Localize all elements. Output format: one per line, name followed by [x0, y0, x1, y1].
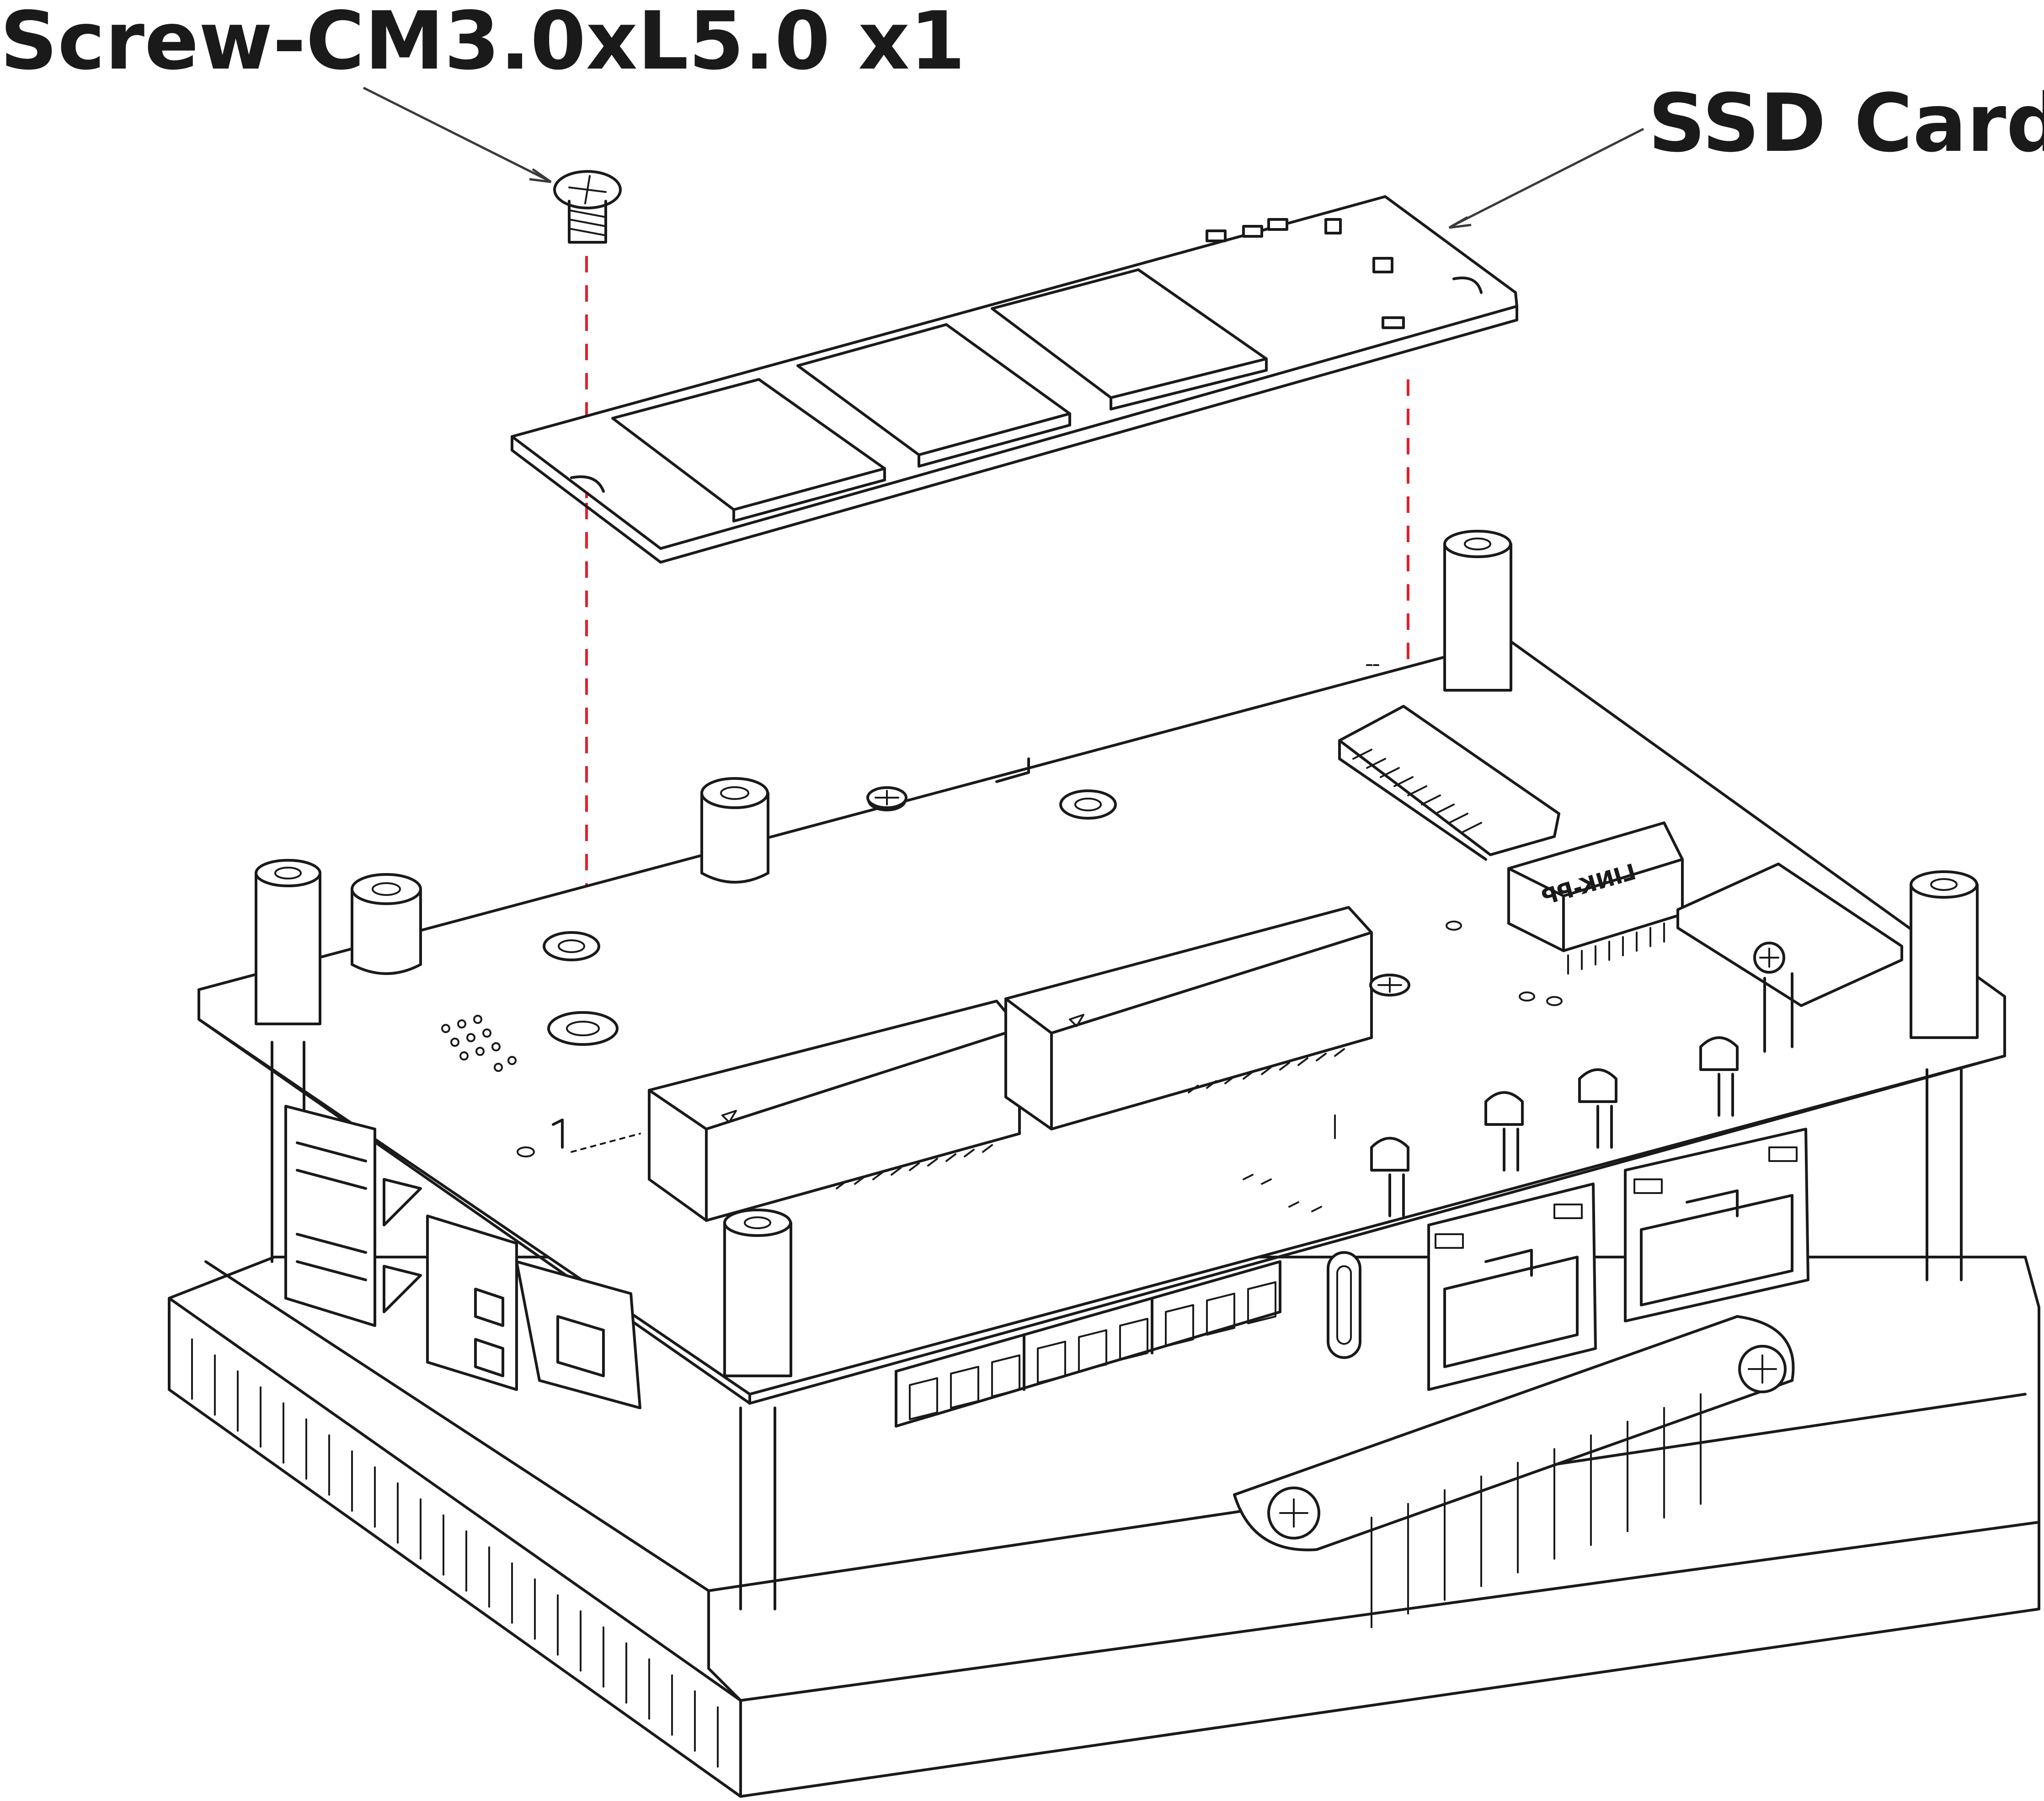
usb-c-port	[1327, 1251, 1361, 1359]
screw-label: Screw-CM3.0xL5.0 x1	[0, 0, 966, 88]
expansion-slot-right	[1004, 906, 1373, 1130]
usb-port-stack	[284, 1105, 422, 1327]
expansion-slot-left	[648, 1000, 1021, 1222]
terminal-blocks	[895, 1260, 1281, 1428]
hdmi-port	[426, 1215, 518, 1391]
standoff-front-mid	[723, 1209, 792, 1610]
screw-part	[553, 170, 622, 244]
m2-slot-connector	[1338, 705, 1560, 861]
lan-transformer-chip: LINK-PP	[1507, 821, 1684, 975]
power-terminal	[515, 1260, 641, 1409]
standoff-back-right	[1443, 530, 1512, 692]
ssd-card	[511, 195, 1518, 564]
ssd-leader	[1448, 128, 1644, 229]
mounting-bracket	[1233, 1315, 1795, 1628]
small-components	[441, 664, 1739, 1217]
daughter-board	[1676, 863, 1903, 1053]
board-screws	[866, 786, 1410, 996]
round-spacer-mid	[700, 777, 769, 884]
standoff-right	[1910, 870, 1979, 1281]
rj45-port-right	[1624, 1128, 1809, 1322]
round-spacer-left	[351, 873, 422, 975]
ssd-card-label: SSD Card	[1648, 77, 2044, 170]
rj45-port-left	[1427, 1183, 1597, 1391]
standoff-front-left	[255, 859, 321, 1263]
screw-leader	[363, 86, 552, 183]
